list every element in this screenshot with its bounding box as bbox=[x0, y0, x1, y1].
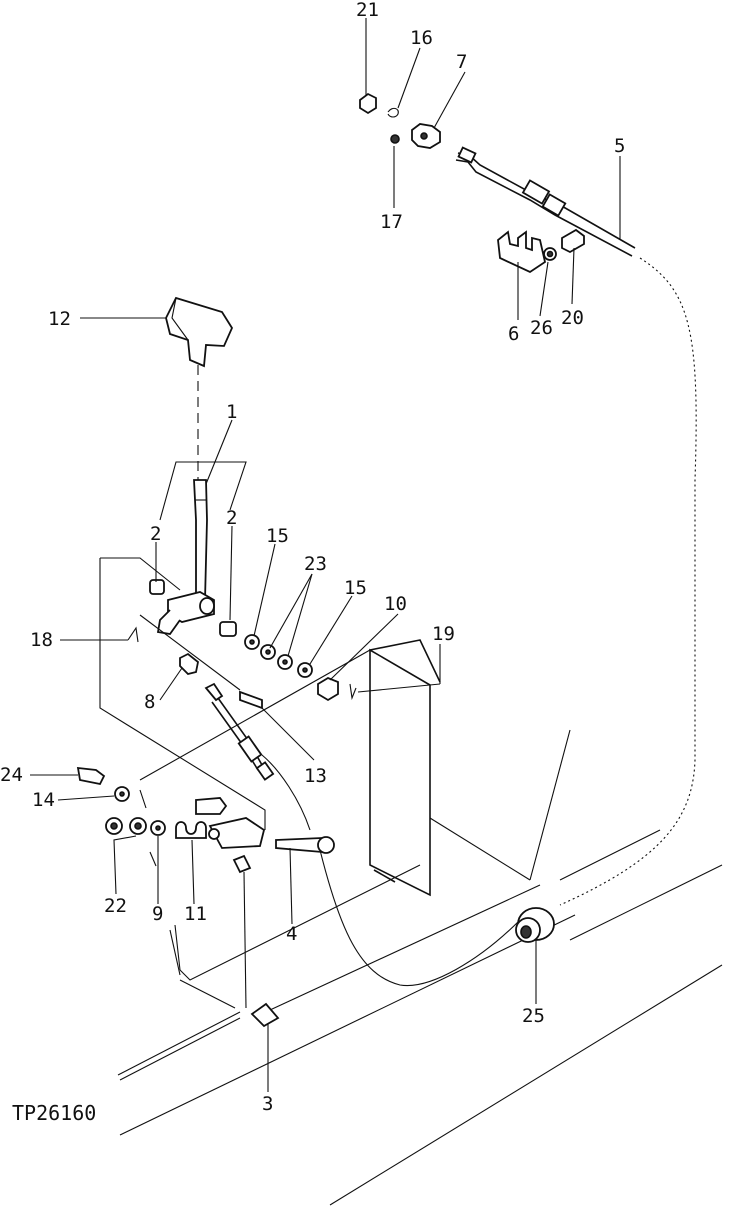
callout-labels: 21 16 7 17 5 6 26 20 12 1 2 2 15 23 15 1… bbox=[0, 0, 625, 1125]
callout-14: 14 bbox=[32, 789, 55, 811]
callout-8: 8 bbox=[144, 691, 155, 713]
frame-outlines bbox=[99, 557, 723, 1206]
control-cable bbox=[261, 257, 697, 987]
callout-19: 19 bbox=[432, 623, 455, 645]
callout-22: 22 bbox=[104, 895, 127, 917]
figure-code: TP26160 bbox=[12, 1101, 96, 1125]
callout-23: 23 bbox=[304, 553, 327, 575]
callout-24: 24 bbox=[0, 764, 23, 786]
lower-hardware bbox=[76, 766, 280, 1028]
callout-16: 16 bbox=[410, 27, 433, 49]
callout-10: 10 bbox=[384, 593, 407, 615]
callout-3: 3 bbox=[262, 1093, 273, 1115]
callout-4: 4 bbox=[286, 923, 297, 945]
bushings bbox=[149, 579, 237, 637]
callout-21: 21 bbox=[356, 0, 379, 21]
callout-6: 6 bbox=[508, 323, 519, 345]
callout-7: 7 bbox=[456, 51, 467, 73]
callout-2-right: 2 bbox=[226, 507, 237, 529]
top-small-hardware bbox=[359, 92, 441, 149]
callout-15-lower: 15 bbox=[344, 577, 367, 599]
callout-11: 11 bbox=[184, 903, 207, 925]
cable-end-assembly bbox=[455, 146, 636, 257]
callout-15-upper: 15 bbox=[266, 525, 289, 547]
shift-lever bbox=[156, 479, 215, 635]
callout-1: 1 bbox=[226, 401, 237, 423]
cable-rod bbox=[204, 682, 275, 781]
callout-2-left: 2 bbox=[150, 523, 161, 545]
callout-20: 20 bbox=[561, 307, 584, 329]
shift-knob bbox=[165, 296, 234, 480]
callout-9: 9 bbox=[152, 903, 163, 925]
cable-bracket bbox=[497, 228, 585, 274]
callout-18: 18 bbox=[30, 629, 53, 651]
grommet bbox=[515, 907, 555, 943]
callout-25: 25 bbox=[522, 1005, 545, 1027]
washers bbox=[244, 634, 313, 678]
callout-13: 13 bbox=[304, 765, 327, 787]
callout-26: 26 bbox=[530, 317, 553, 339]
callout-17: 17 bbox=[380, 211, 403, 233]
callout-5: 5 bbox=[614, 135, 625, 157]
callout-12: 12 bbox=[48, 308, 71, 330]
leader-lines bbox=[30, 18, 621, 1092]
rod-end bbox=[275, 836, 335, 854]
